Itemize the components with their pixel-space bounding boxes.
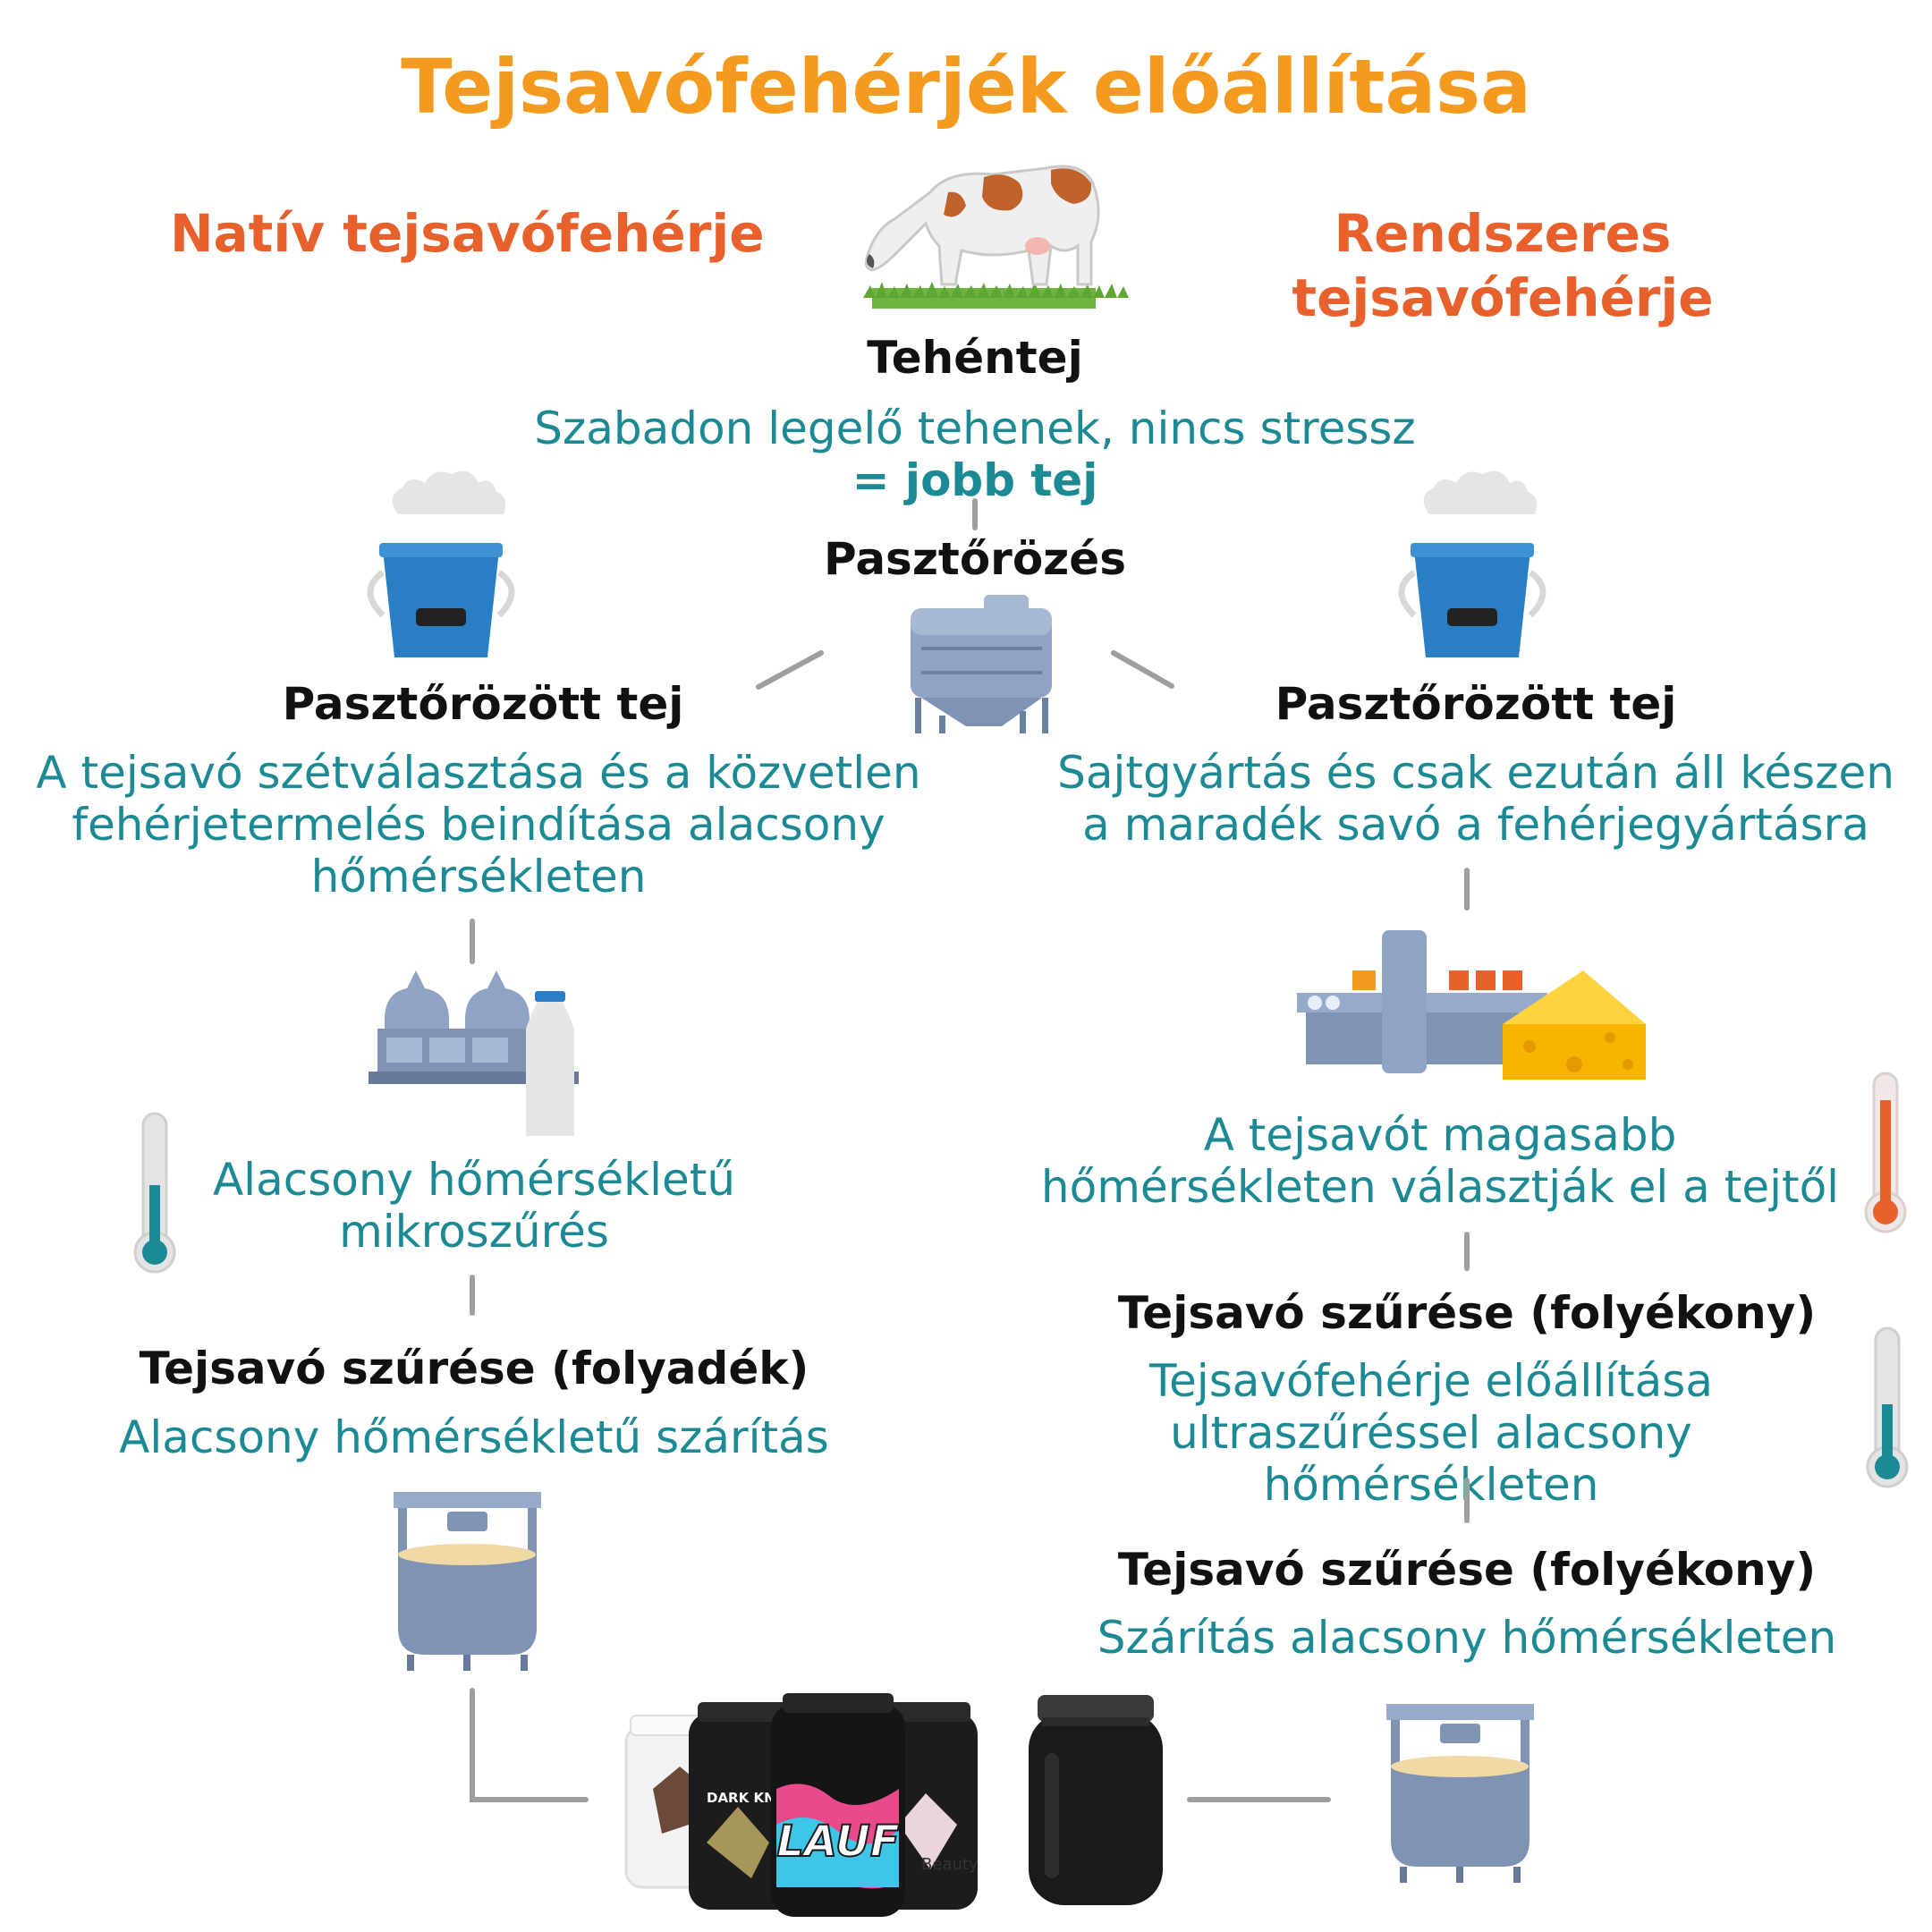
branch-native-title: Natív tejsavófehérje <box>170 203 765 264</box>
connector-lines <box>470 498 1470 1802</box>
left-pasteurized-milk-label: Pasztőrözött tej <box>282 678 684 730</box>
right-whey-filter1-line1: Tejsavófehérje előállítása <box>1149 1355 1713 1407</box>
right-desc-line2: a maradék savó a fehérjegyártásra <box>1082 799 1869 851</box>
branch-regular-title-line1: Rendszeres <box>1334 203 1672 264</box>
right-whey-filter2-desc: Szárítás alacsony hőmérsékleten <box>1097 1612 1837 1664</box>
right-separation-line2: hőmérsékleten választják el a tejtől <box>1040 1161 1840 1213</box>
jar-label-lauf: LAUF <box>776 1817 900 1867</box>
right-desc-line1: Sajtgyártás és csak ezután áll készen <box>1057 747 1894 799</box>
connector-right-diagonal <box>1111 650 1174 689</box>
left-whey-filter-desc: Alacsony hőmérsékletű szárítás <box>119 1411 829 1463</box>
thermometer-cold-icon-left <box>133 1112 176 1274</box>
left-desc-line3: hőmérsékleten <box>310 851 647 902</box>
cow-icon <box>863 165 1129 309</box>
left-whey-filter-label: Tejsavó szűrése (folyadék) <box>139 1343 809 1394</box>
protein-jar-lauf-front <box>771 1693 905 1917</box>
jar-label-beauty: Beauty <box>921 1855 979 1874</box>
right-whey-filter2-label: Tejsavó szűrése (folyékony) <box>1117 1544 1817 1596</box>
page-title: Tejsavófehérjék előállítása <box>401 43 1531 131</box>
thermometer-hot-icon-right <box>1864 1072 1907 1233</box>
pasteurization-label: Pasztőrözés <box>824 533 1126 585</box>
cow-milk-desc: Szabadon legelő tehenek, nincs stressz <box>534 402 1416 454</box>
right-whey-filter1-line2: ultraszűréssel alacsony hőmérsékleten <box>1170 1407 1692 1511</box>
protein-jar-plain-black <box>1029 1695 1163 1905</box>
cow-milk-desc-bold: = jobb tej <box>852 454 1098 506</box>
right-whey-filter1-label: Tejsavó szűrése (folyékony) <box>1117 1287 1817 1339</box>
right-separation-line1: A tejsavót magasabb <box>1203 1109 1677 1161</box>
connector-left-bottom <box>470 1688 589 1802</box>
connector-left-diagonal <box>756 650 824 690</box>
dryer-vessel-icon-left <box>394 1492 541 1671</box>
right-pasteurized-milk-label: Pasztőrözött tej <box>1275 678 1677 730</box>
branch-regular-title-line2: tejsavófehérje <box>1292 267 1714 328</box>
cow-milk-label: Tehéntej <box>867 332 1083 384</box>
left-desc-line1: A tejsavó szétválasztása és a közvetlen <box>36 747 921 799</box>
cheese-factory-icon-right <box>1297 930 1646 1080</box>
left-microfiltration-line2: mikroszűrés <box>339 1206 609 1258</box>
factory-icon-left <box>369 970 579 1136</box>
thermometer-cold-icon-right <box>1866 1326 1909 1488</box>
left-microfiltration-line1: Alacsony hőmérsékletű <box>212 1154 736 1206</box>
pasteurizer-tank-icon <box>911 595 1052 733</box>
dryer-vessel-icon-right <box>1386 1704 1534 1883</box>
milk-bucket-icon-right <box>1398 470 1546 657</box>
left-desc-line2: fehérjetermelés beindítása alacsony <box>72 799 886 851</box>
milk-bucket-icon-left <box>367 470 515 657</box>
